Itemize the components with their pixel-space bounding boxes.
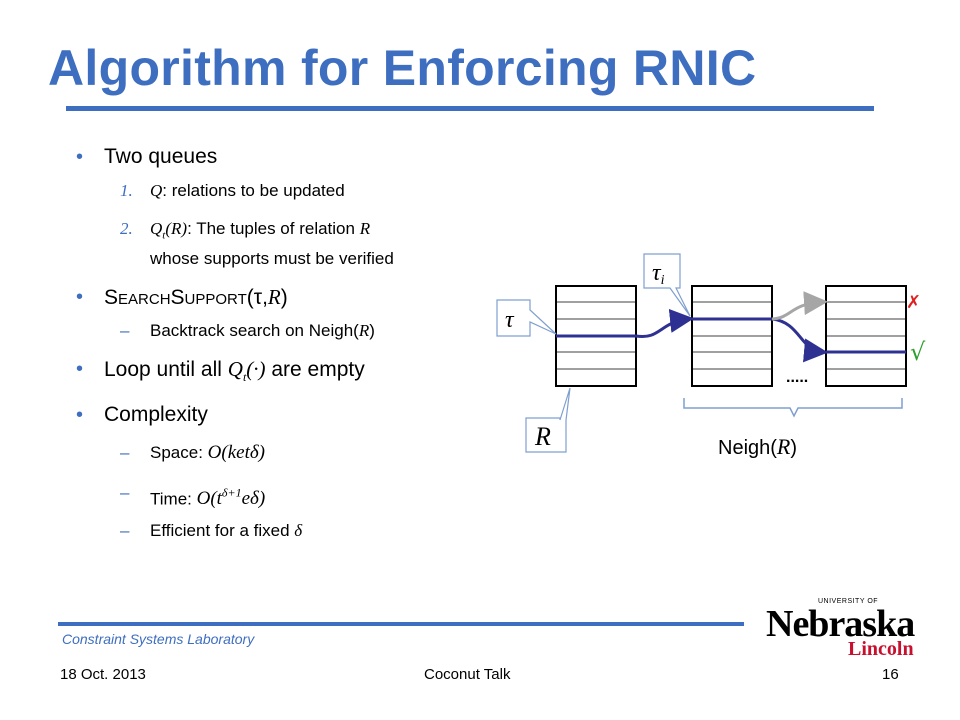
logo-lincoln: Lincoln (848, 638, 914, 660)
title-underline (66, 106, 874, 111)
logo-university: UNIVERSITY OF (818, 598, 879, 605)
tau-label: τ (505, 307, 515, 333)
time-item: – Time: O(tδ+1eδ) (120, 483, 266, 510)
r-label: R (534, 422, 551, 451)
ellipsis: ..... (786, 369, 808, 386)
efficient-item: – Efficient for a fixed δ (120, 521, 303, 540)
neigh-brace (683, 398, 903, 418)
lab-name: Constraint Systems Laboratory (62, 631, 255, 647)
bullet-dot-icon: • (76, 358, 84, 380)
arrow-to-supported (771, 317, 828, 363)
bullet-complexity: • Complexity (76, 403, 208, 426)
bullet-dot-icon: • (76, 286, 84, 308)
arrow-to-rejected (771, 291, 828, 321)
qt-symbol: Qt(R) (150, 219, 188, 242)
backtrack-item: – Backtrack search on Neigh(R) (120, 321, 375, 340)
callout-tau-i: τi (643, 253, 691, 317)
space-item: – Space: O(ketδ) (120, 442, 266, 463)
neigh-label: Neigh(R) (718, 434, 797, 459)
check-icon: √ (910, 338, 926, 366)
university-logo: UNIVERSITY OF Nebraska Lincoln (766, 598, 915, 662)
bullet-dot-icon: • (76, 404, 84, 426)
bullet-dot-icon: • (76, 146, 84, 168)
arrow-tau-to-tau-i (635, 308, 694, 339)
slide-title: Algorithm for Enforcing RNIC (48, 40, 757, 96)
queue-item-2-cont: whose supports must be verified (150, 249, 394, 268)
queue-item-1: 1. Q: relations to be updated (120, 181, 345, 200)
callout-r: R (525, 387, 571, 453)
neighbor-table-1 (691, 285, 773, 387)
bullet-two-queues: • Two queues (76, 145, 218, 168)
footer-rule (58, 622, 744, 626)
bullet-search-support: • SEARCHSUPPORT(τ,R) (76, 285, 288, 309)
cross-icon: ✗ (906, 292, 921, 313)
footer-talk: Coconut Talk (424, 666, 511, 683)
logo-nebraska: Nebraska (766, 603, 915, 645)
footer-page-number: 16 (882, 666, 899, 683)
footer-date: 18 Oct. 2013 (60, 666, 146, 683)
neighbor-table-2 (825, 285, 907, 387)
q-symbol: Q (150, 181, 163, 200)
callout-tau: τ (496, 299, 557, 337)
bullet-loop: • Loop until all Qt(·) are empty (76, 357, 365, 385)
qt-dot-symbol: Qt(·) (227, 357, 266, 385)
time-formula: O(tδ+1eδ) (196, 486, 266, 510)
queue-item-2: 2. Qt(R): The tuples of relation R (120, 219, 371, 242)
